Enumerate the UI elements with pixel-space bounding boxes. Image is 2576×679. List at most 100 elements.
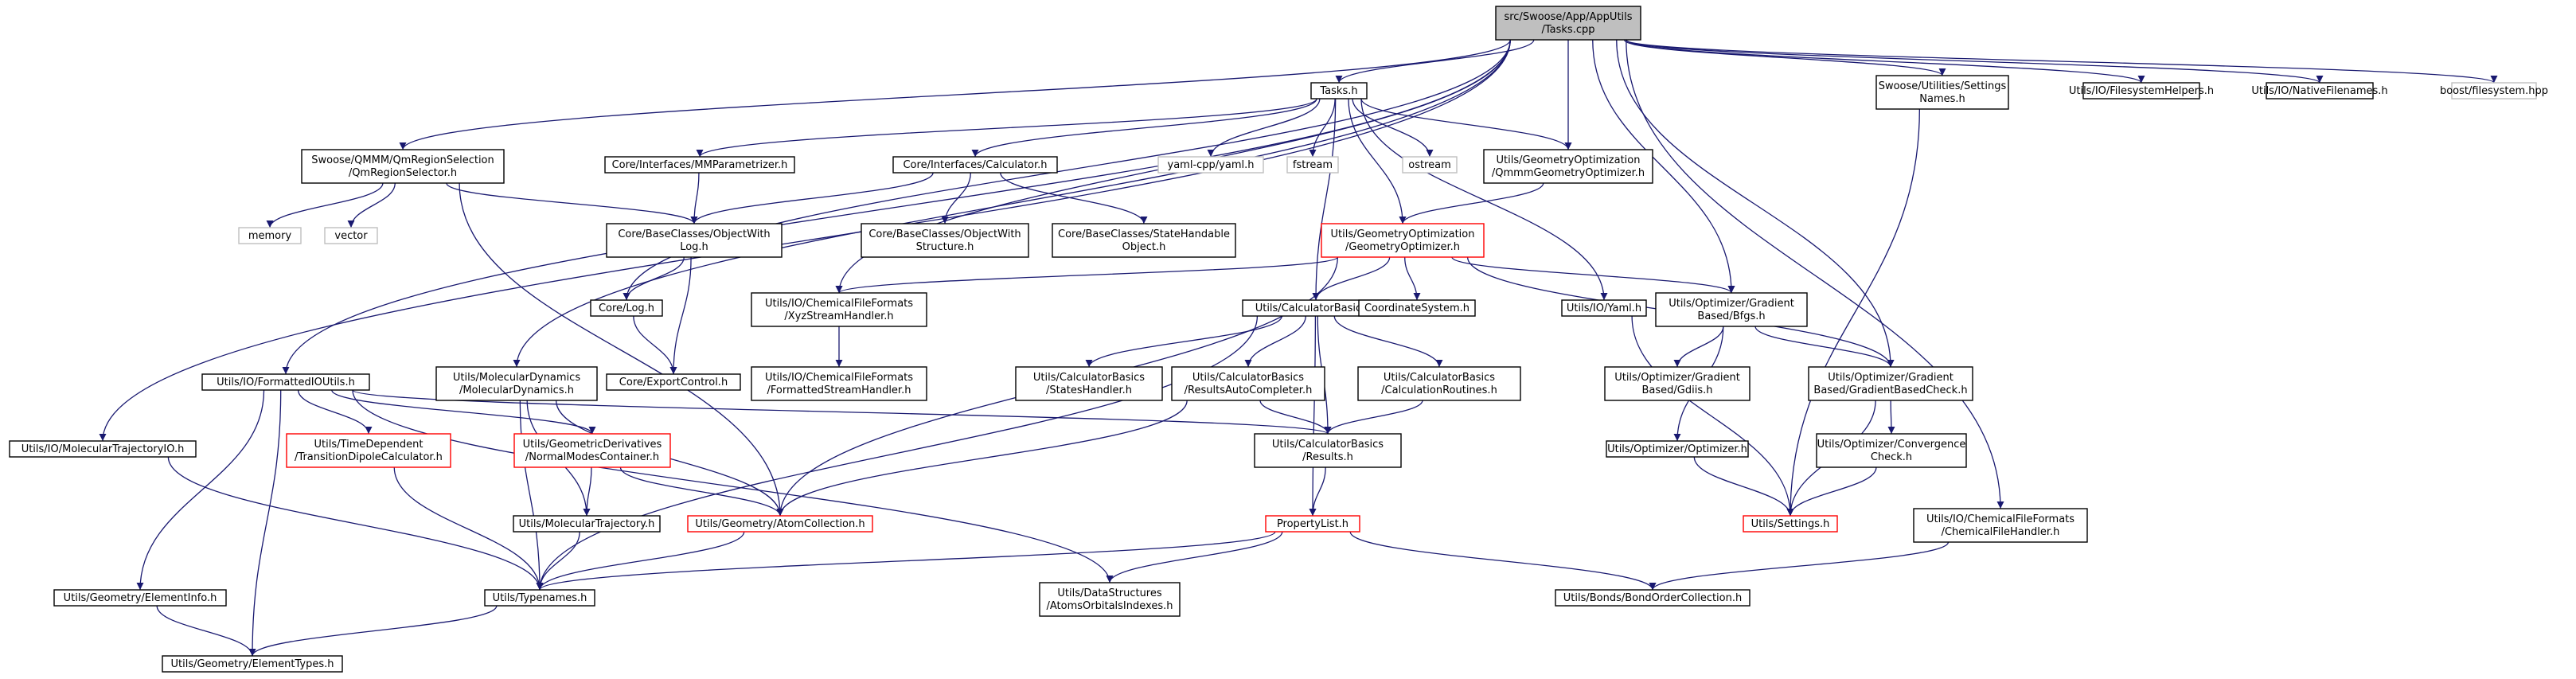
node-label-calculator-0: Core/Interfaces/Calculator.h — [903, 159, 1047, 171]
node-label-nativefn-0: Utils/IO/NativeFilenames.h — [2251, 85, 2387, 97]
node-label-elemtypes-0: Utils/Geometry/ElementTypes.h — [170, 658, 334, 670]
edge-geoopt-to-calcbasics — [1312, 256, 1391, 301]
node-label-calcbasics-0: Utils/CalculatorBasics.h — [1255, 302, 1377, 314]
node-bfgs[interactable]: Utils/Optimizer/GradientBased/Bfgs.h — [1655, 292, 1808, 327]
node-label-yaml-0: Utils/IO/Yaml.h — [1567, 302, 1641, 314]
node-box-fshelpers — [2082, 82, 2200, 100]
node-box-typenames — [484, 589, 595, 607]
node-fstream: fstream — [1286, 156, 1339, 174]
node-atomcoll[interactable]: Utils/Geometry/AtomCollection.h — [687, 515, 873, 533]
node-qmmmgeo[interactable]: Utils/GeometryOptimization/QmmmGeometryO… — [1483, 149, 1653, 184]
edge-calcbasics-to-stateshandler — [1085, 315, 1282, 368]
node-label-calcroutines-0: Utils/CalculatorBasics — [1384, 372, 1495, 384]
node-calculator[interactable]: Core/Interfaces/Calculator.h — [892, 156, 1058, 174]
node-label-chemhandler-0: Utils/IO/ChemicalFileFormats — [1926, 513, 2074, 525]
node-qmsel[interactable]: Swoose/QMMM/QmRegionSelection/QmRegionSe… — [301, 149, 505, 184]
node-label-normalmodes-0: Utils/GeometricDerivatives — [523, 439, 662, 451]
node-xyzstream[interactable]: Utils/IO/ChemicalFileFormats/XyzStreamHa… — [751, 292, 927, 327]
node-moldyn[interactable]: Utils/MolecularDynamics/MolecularDynamic… — [435, 366, 598, 401]
node-normalmodes[interactable]: Utils/GeometricDerivatives/NormalModesCo… — [513, 433, 671, 468]
node-label-qmsel-0: Swoose/QMMM/QmRegionSelection — [311, 154, 494, 166]
node-label-gradcheck-0: Utils/Optimizer/Gradient — [1828, 372, 1953, 384]
node-tdipole[interactable]: Utils/TimeDependent/TransitionDipoleCalc… — [286, 433, 451, 468]
node-gdiis[interactable]: Utils/Optimizer/GradientBased/Gdiis.h — [1604, 366, 1751, 401]
node-typenames[interactable]: Utils/Typenames.h — [484, 589, 595, 607]
node-box-boostfs — [2451, 82, 2537, 100]
edge-fmtio-to-tdipole — [297, 389, 373, 435]
edge-normalmodes-to-moltraj — [583, 466, 592, 517]
node-label-resautocomp-0: Utils/CalculatorBasics — [1192, 372, 1304, 384]
node-label-qmsel-1: /QmRegionSelector.h — [349, 167, 457, 179]
node-box-vector — [324, 227, 378, 244]
node-label-exportctl-0: Core/ExportControl.h — [619, 377, 728, 388]
edge-qmsel-to-memory — [266, 182, 384, 228]
node-proplist[interactable]: PropertyList.h — [1265, 515, 1360, 533]
node-atomsorb[interactable]: Utils/DataStructures/AtomsOrbitalsIndexe… — [1039, 582, 1181, 617]
node-nativefn[interactable]: Utils/IO/NativeFilenames.h — [2251, 82, 2388, 100]
node-mmparam[interactable]: Core/Interfaces/MMParametrizer.h — [604, 156, 795, 174]
node-tasks[interactable]: Tasks.h — [1310, 82, 1368, 100]
node-fshelpers[interactable]: Utils/IO/FilesystemHelpers.h — [2069, 82, 2214, 100]
node-coordsys[interactable]: CoordinateSystem.h — [1358, 299, 1476, 317]
edge-fmtio-to-elemtypes — [248, 389, 282, 657]
edge-root-to-moldyn — [513, 39, 1511, 368]
node-label-results-1: /Results.h — [1302, 451, 1353, 463]
node-chemhandler[interactable]: Utils/IO/ChemicalFileFormats/ChemicalFil… — [1913, 508, 2088, 543]
node-box-fmtstream — [751, 366, 927, 401]
node-resautocomp[interactable]: Utils/CalculatorBasics/ResultsAutoComple… — [1171, 366, 1325, 401]
node-label-settings-0: Utils/Settings.h — [1751, 518, 1830, 530]
node-calcroutines[interactable]: Utils/CalculatorBasics/CalculationRoutin… — [1357, 366, 1521, 401]
node-stateshandler[interactable]: Utils/CalculatorBasics/StatesHandler.h — [1015, 366, 1163, 401]
node-corelog[interactable]: Core/Log.h — [590, 299, 663, 317]
node-label-gdiis-1: Based/Gdiis.h — [1642, 384, 1713, 396]
node-gradcheck[interactable]: Utils/Optimizer/GradientBased/GradientBa… — [1808, 366, 1973, 401]
edge-results-to-proplist — [1309, 466, 1326, 517]
node-label-atomcoll-0: Utils/Geometry/AtomCollection.h — [695, 518, 865, 530]
node-box-qmmmgeo — [1483, 149, 1653, 184]
node-eleminfo[interactable]: Utils/Geometry/ElementInfo.h — [53, 589, 227, 607]
node-root[interactable]: src/Swoose/App/AppUtils/Tasks.cpp — [1495, 6, 1641, 41]
node-results[interactable]: Utils/CalculatorBasics/Results.h — [1254, 433, 1402, 468]
node-box-root — [1495, 6, 1641, 41]
node-exportctl[interactable]: Core/ExportControl.h — [606, 373, 741, 391]
edge-tdipole-to-typenames — [393, 466, 544, 591]
edge-qmsel-to-atomcoll — [459, 182, 784, 517]
node-label-xyzstream-0: Utils/IO/ChemicalFileFormats — [765, 298, 913, 310]
node-box-calcroutines — [1357, 366, 1521, 401]
node-box-normalmodes — [513, 433, 671, 468]
node-box-molio — [9, 440, 197, 458]
node-box-memory — [238, 227, 302, 244]
node-label-yamlcpp-0: yaml-cpp/yaml.h — [1168, 159, 1255, 171]
edge-yaml-to-settings — [1631, 315, 1794, 517]
node-optimizer[interactable]: Utils/Optimizer/Optimizer.h — [1606, 440, 1749, 458]
node-label-geoopt-1: /GeometryOptimizer.h — [1345, 241, 1460, 253]
edge-molio-to-typenames — [167, 456, 544, 591]
edge-calcbasics-to-calcroutines — [1333, 315, 1443, 368]
node-box-results — [1254, 433, 1402, 468]
node-elemtypes[interactable]: Utils/Geometry/ElementTypes.h — [162, 655, 343, 673]
node-memory: memory — [238, 227, 302, 244]
node-settings[interactable]: Utils/Settings.h — [1743, 515, 1838, 533]
node-ostream: ostream — [1402, 156, 1458, 174]
node-calcbasics[interactable]: Utils/CalculatorBasics.h — [1242, 299, 1390, 317]
node-fmtio[interactable]: Utils/IO/FormattedIOUtils.h — [201, 373, 370, 391]
node-fmtstream[interactable]: Utils/IO/ChemicalFileFormats/FormattedSt… — [751, 366, 927, 401]
edge-root-to-tasks — [1335, 39, 1535, 84]
node-label-objlog-1: Log.h — [680, 241, 708, 253]
node-label-gdiis-0: Utils/Optimizer/Gradient — [1614, 372, 1740, 384]
node-geoopt[interactable]: Utils/GeometryOptimization/GeometryOptim… — [1321, 223, 1485, 258]
node-box-atomcoll — [687, 515, 873, 533]
node-bondorder[interactable]: Utils/Bonds/BondOrderCollection.h — [1555, 589, 1751, 607]
node-molio[interactable]: Utils/IO/MolecularTrajectoryIO.h — [9, 440, 197, 458]
node-label-objlog-0: Core/BaseClasses/ObjectWith — [618, 228, 770, 240]
node-yamlcpp: yaml-cpp/yaml.h — [1157, 156, 1264, 174]
edge-proplist-to-atomsorb — [1106, 531, 1283, 583]
edge-root-to-qmsel — [399, 39, 1511, 150]
node-moltraj[interactable]: Utils/MolecularTrajectory.h — [513, 515, 661, 533]
node-yaml[interactable]: Utils/IO/Yaml.h — [1561, 299, 1647, 317]
